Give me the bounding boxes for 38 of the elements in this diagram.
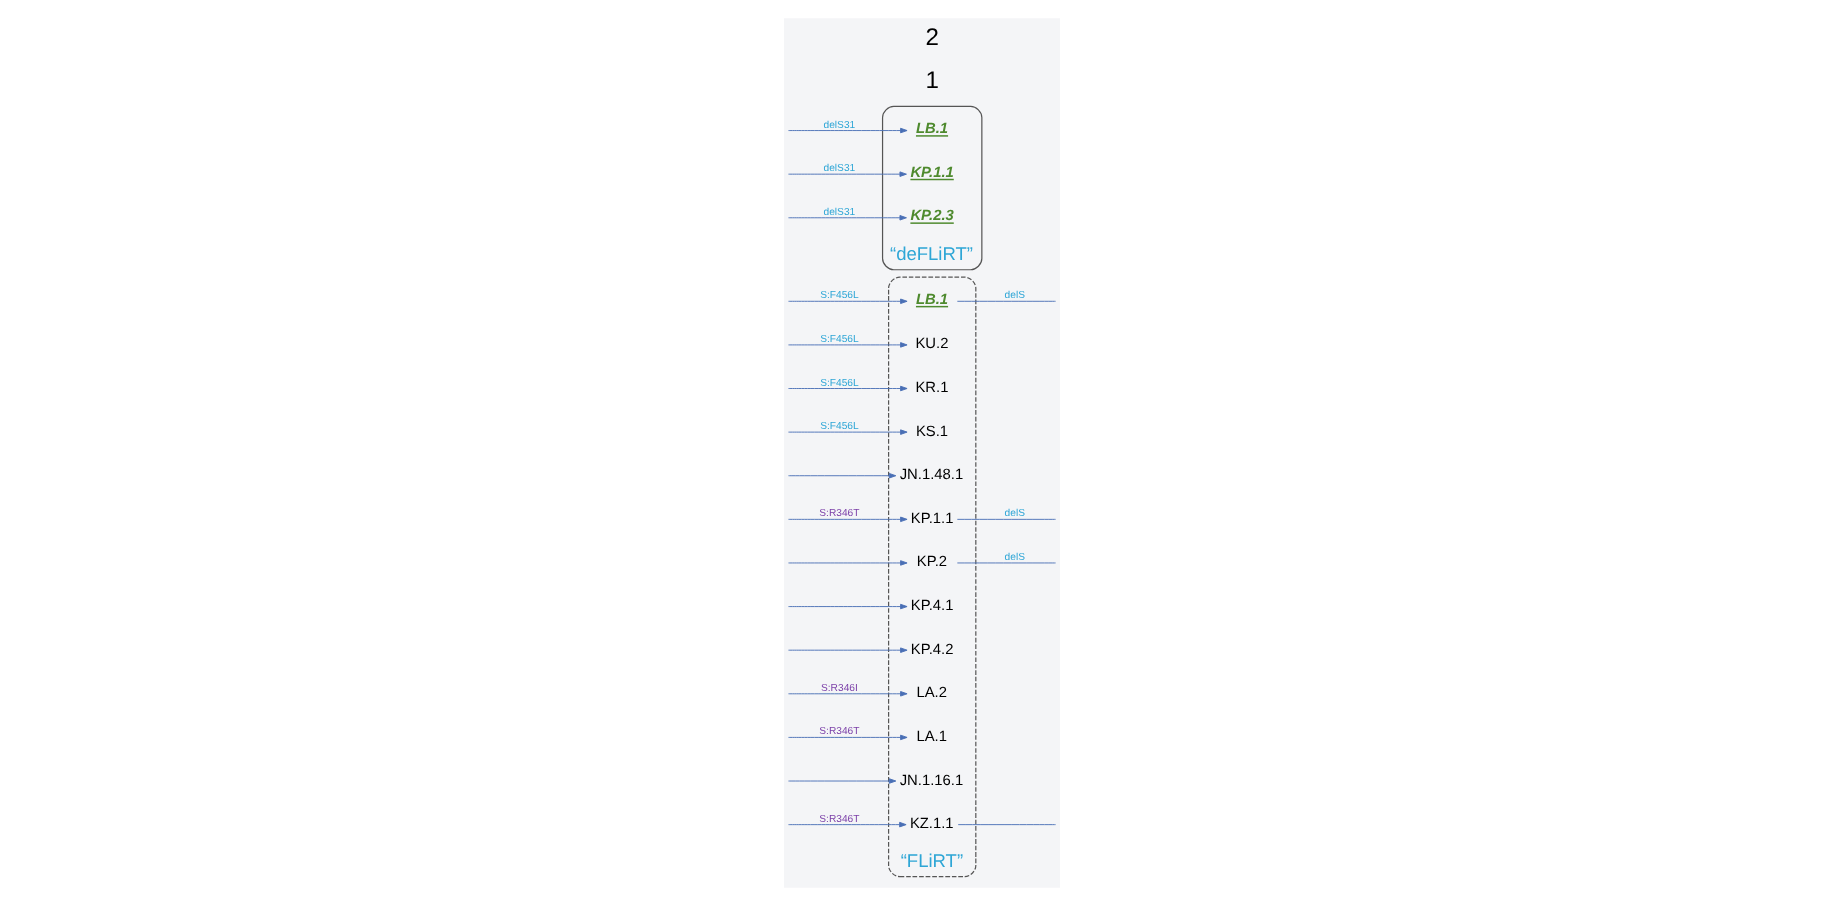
node-text: KR.1 [915,378,949,397]
arrow [788,171,907,177]
node-text: KZ.1.1 [909,814,954,833]
node-text: JN.1.48.1 [899,465,964,484]
connector [956,300,1057,302]
node-text: KP.4.1 [910,596,954,615]
arrow [788,778,897,784]
arrow [788,560,908,566]
arrow [788,821,907,828]
node-text: KS.1 [915,421,949,440]
arrow [788,429,908,435]
connector [956,518,1057,520]
node-text: LB.1 [915,289,949,308]
node-text: JN.1.16.1 [899,770,964,789]
connector [956,562,1057,564]
connector [957,824,1057,826]
arrow [788,516,908,523]
arrow [788,691,908,697]
arrow [788,385,908,392]
node-text: KP.2 [916,552,948,571]
label: 2 [925,22,939,51]
arrow [788,734,908,741]
node-text: LB.1 [915,119,949,138]
arrow [788,127,908,134]
node-text: KP.4.2 [910,639,954,658]
arrow [788,647,908,653]
node-text: KP.2.3 [910,206,954,225]
node-text: KP.1.1 [910,162,954,181]
arrow [788,603,908,610]
arrow [788,342,908,348]
arrow [788,215,907,221]
node-text: KP.1.1 [910,508,954,527]
node-text: KU.2 [915,334,949,353]
arrow [788,473,897,479]
node-text: LA.1 [916,726,947,745]
arrow [788,298,908,305]
node-text: LA.2 [916,683,947,702]
label: 1 [925,66,939,95]
